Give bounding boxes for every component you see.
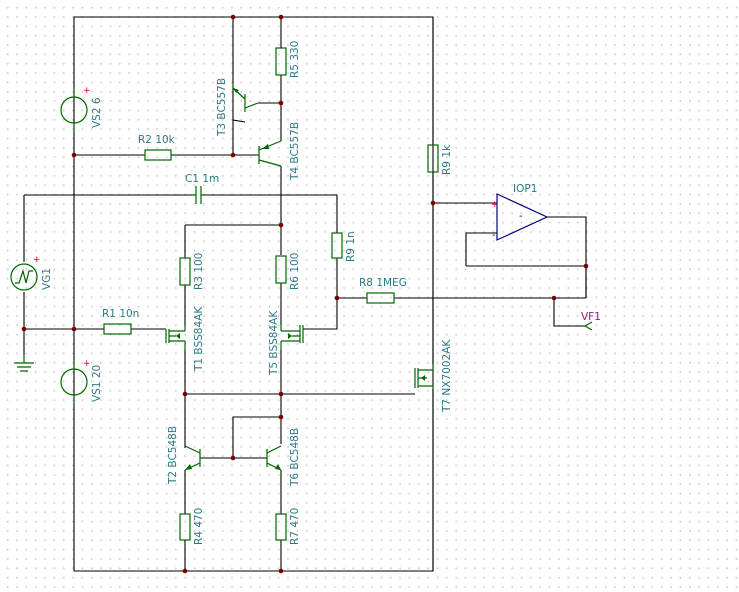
t7-label: T7 NX7002AK [441,339,453,413]
iop1-label: IOP1 [513,183,537,195]
resistor-r9-1n: R9 1n [331,231,357,262]
resistor-r6: R6 100 [275,253,301,290]
r9-1k-label: R9 1k [441,144,453,175]
resistor-r4: R4 470 [179,508,205,545]
r9-1n-label: R9 1n [345,231,357,262]
transistor-t7: T7 NX7002AK [414,339,453,413]
wires [23,16,587,572]
junction-dots [21,14,589,574]
r4-label: R4 470 [193,508,205,545]
t2-label: T2 BC548B [167,426,179,485]
ground-symbol [14,355,34,372]
vg1-generator: + VG1 [10,255,53,291]
vg1-label: VG1 [41,268,53,290]
transistor-t1: T1 BSS84AK [165,306,205,372]
t4-label: T4 BC557B [289,122,301,181]
t6-label: T6 BC548B [289,428,301,487]
vg1-plus-sign: + [33,255,41,265]
resistor-r5: R5 330 [275,41,301,78]
opamp-minus-input: - [492,230,496,241]
resistor-r7: R7 470 [275,508,301,545]
vs1-label: VS1 20 [91,365,103,402]
resistor-r9-1k: R9 1k [427,144,453,175]
resistor-r8: R8 1MEG [359,277,407,304]
vs1-source: + VS1 20 [60,359,103,404]
resistor-r1: R1 10n [102,308,139,335]
r7-label: R7 470 [289,508,301,545]
resistor-r3: R3 100 [179,253,205,290]
r6-label: R6 100 [289,253,301,290]
r3-label: R3 100 [193,253,205,290]
transistor-t2: T2 BC548B [167,426,201,485]
r8-label: R8 1MEG [359,277,407,289]
t3-label: T3 BC557B [216,78,228,137]
probe-vf1: VF1 [581,311,601,331]
r2-label: R2 10k [138,134,176,146]
t5-label: T5 BSS84AK [268,310,280,376]
transistor-t3: T3 BC557B [216,78,259,137]
vs2-label: VS2 6 [91,97,103,128]
transistor-t4: T4 BC557B [258,122,301,181]
opamp-symbol: - [519,211,523,222]
capacitor-c1: C1 1m [185,173,219,204]
transistor-t6: T6 BC548B [266,428,301,487]
opamp-plus-input: + [491,200,499,210]
t1-label: T1 BSS84AK [193,306,205,372]
vs1-plus-sign: + [83,359,91,369]
r5-label: R5 330 [289,41,301,78]
vs2-source: + VS2 6 [60,86,103,132]
r1-label: R1 10n [102,308,139,320]
c1-label: C1 1m [185,173,219,185]
resistor-r2: R2 10k [138,134,176,161]
vf1-label: VF1 [581,311,601,323]
transistor-t5: T5 BSS84AK [268,310,304,376]
opamp-iop1: + - - IOP1 [491,183,549,241]
vs2-plus-sign: + [83,86,91,96]
